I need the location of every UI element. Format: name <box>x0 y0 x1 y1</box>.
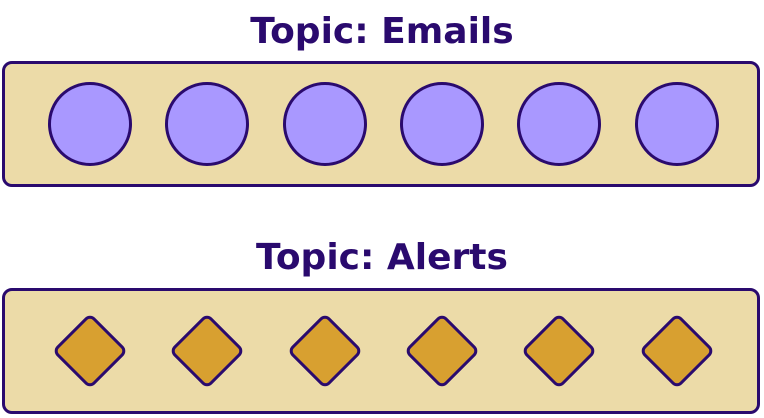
email-message-circle <box>283 82 367 166</box>
alert-message-diamond <box>403 312 481 390</box>
email-message-circle <box>165 82 249 166</box>
email-message-circle <box>48 82 132 166</box>
topic-alerts-container <box>2 288 760 414</box>
topic-alerts-title: Topic: Alerts <box>256 237 508 278</box>
email-message-circle <box>635 82 719 166</box>
email-message-circle <box>517 82 601 166</box>
topic-emails-container <box>2 61 760 187</box>
alert-message-diamond <box>520 312 598 390</box>
alert-message-diamond <box>51 312 129 390</box>
alert-message-diamond <box>638 312 716 390</box>
alert-message-diamond <box>168 312 246 390</box>
topic-emails-title: Topic: Emails <box>250 11 514 52</box>
email-message-circle <box>400 82 484 166</box>
alert-message-diamond <box>286 312 364 390</box>
